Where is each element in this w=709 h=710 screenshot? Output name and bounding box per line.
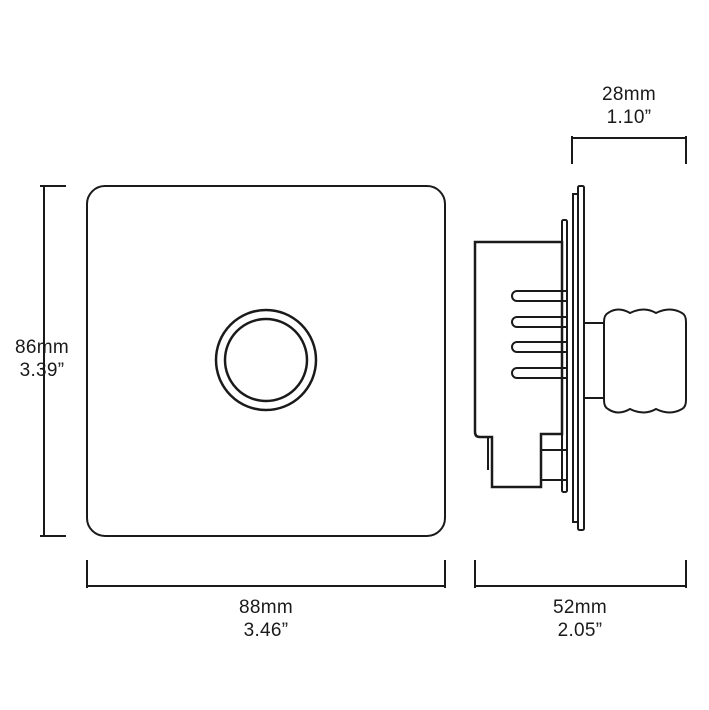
module-body	[473, 240, 564, 489]
depth-metric: 52mm	[553, 597, 607, 618]
depth-dimension-line	[474, 560, 687, 588]
knob-depth-metric: 28mm	[602, 84, 656, 105]
depth-imperial: 2.05”	[557, 620, 603, 641]
width-imperial: 3.46”	[243, 620, 289, 641]
side-view	[473, 185, 687, 531]
height-label: 86mm 3.39”	[0, 336, 84, 382]
face-plate	[86, 185, 446, 537]
dimmer-knob-inner	[223, 317, 309, 403]
front-view	[86, 185, 446, 537]
knob-depth-imperial: 1.10”	[606, 107, 652, 128]
knob-depth-dimension-line	[571, 136, 687, 164]
back-plate-side	[572, 193, 579, 523]
depth-label: 52mm 2.05”	[520, 596, 640, 642]
knob-side	[603, 308, 687, 414]
dimmer-knob-outer	[214, 308, 318, 412]
height-metric: 86mm	[15, 337, 69, 358]
width-label: 88mm 3.46”	[206, 596, 326, 642]
terminal-pins	[511, 290, 566, 379]
width-metric: 88mm	[239, 597, 293, 618]
width-dimension-line	[86, 560, 446, 588]
knob-depth-label: 28mm 1.10”	[569, 83, 689, 129]
height-dimension-line	[40, 185, 66, 537]
knob-shaft	[583, 322, 605, 399]
height-imperial: 3.39”	[19, 360, 65, 381]
